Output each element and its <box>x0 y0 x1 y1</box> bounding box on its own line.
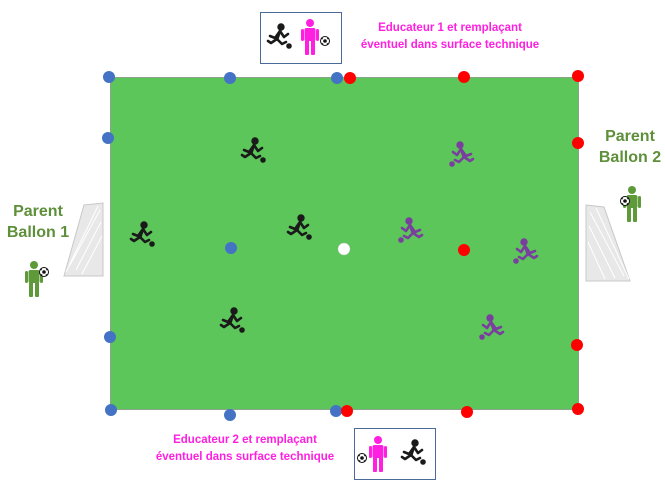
blue-cone <box>225 242 237 254</box>
red-cone <box>572 137 584 149</box>
soccer-player-icon <box>288 215 311 240</box>
soccer-player-icon <box>480 315 503 340</box>
red-cone <box>571 339 583 351</box>
blue-cone <box>331 72 343 84</box>
goal-net-icon <box>586 205 630 281</box>
red-cone <box>572 403 584 415</box>
soccer-player-icon <box>268 24 291 49</box>
blue-cone <box>330 405 342 417</box>
red-cone <box>458 71 470 83</box>
soccer-ball-icon <box>621 197 630 206</box>
soccer-player-icon <box>131 222 154 247</box>
red-cone <box>344 72 356 84</box>
goal-net-icon <box>64 203 103 276</box>
blue-cone <box>103 71 115 83</box>
red-cone <box>572 70 584 82</box>
soccer-player-icon <box>450 142 473 167</box>
blue-cone <box>104 331 116 343</box>
blue-cone <box>102 132 114 144</box>
soccer-player-icon <box>242 138 265 163</box>
coach-standing-icon <box>25 261 43 297</box>
red-cone <box>461 406 473 418</box>
soccer-player-icon <box>402 440 425 465</box>
soccer-player-icon <box>221 308 244 333</box>
coach-standing-icon <box>301 19 319 55</box>
coach-standing-icon <box>369 436 387 472</box>
red-cone <box>341 405 353 417</box>
red-cone <box>458 244 470 256</box>
soccer-ball-icon <box>40 268 49 277</box>
blue-cone <box>224 72 236 84</box>
blue-cone <box>224 409 236 421</box>
soccer-player-icon <box>514 239 537 263</box>
soccer-ball-icon <box>358 454 367 463</box>
soccer-player-icon <box>399 218 422 243</box>
blue-cone <box>105 404 117 416</box>
soccer-ball-icon <box>321 37 330 46</box>
center-spot <box>338 243 350 255</box>
